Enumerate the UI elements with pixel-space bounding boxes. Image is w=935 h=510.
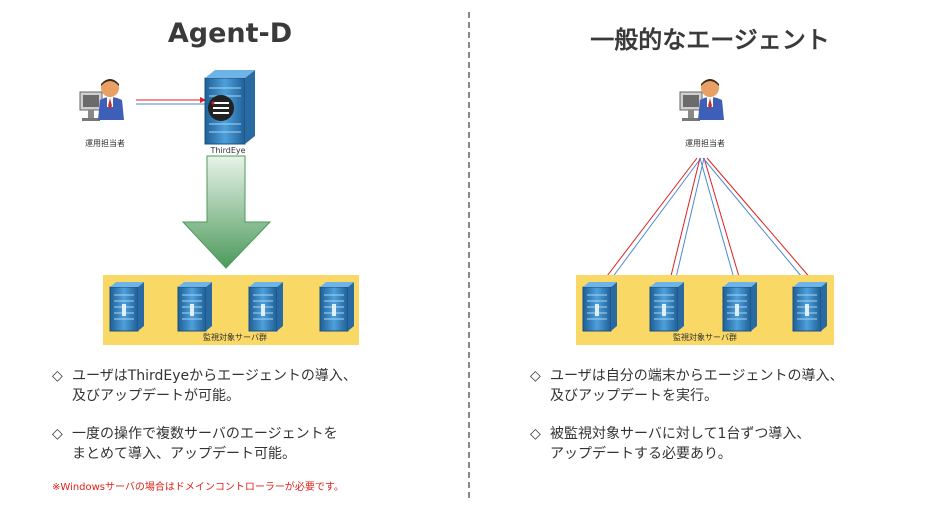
left-title: Agent-D bbox=[167, 18, 293, 49]
right-operator-icon bbox=[679, 78, 725, 122]
right-bullet-2: ◇ 被監視対象サーバに対して1台ずつ導入、 アップデートする必要あり。 bbox=[530, 424, 810, 464]
center-divider bbox=[468, 12, 470, 498]
left-bullet-1-line-1: ユーザはThirdEyeからエージェントの導入、 bbox=[72, 368, 357, 384]
right-bullet-1-line-1: ユーザは自分の端末からエージェントの導入、 bbox=[550, 368, 844, 384]
left-operator-icon bbox=[79, 78, 125, 122]
bullet-mark: ◇ bbox=[530, 368, 541, 384]
left-bullet-1: ◇ ユーザはThirdEyeからエージェントの導入、 及びアップデートが可能。 bbox=[52, 366, 357, 406]
left-bullet-1-line-2: 及びアップデートが可能。 bbox=[72, 388, 240, 404]
right-operator-label: 運用担当者 bbox=[685, 139, 725, 148]
right-connection-lines bbox=[600, 157, 814, 284]
thirdeye-server-icon bbox=[204, 70, 255, 145]
bullet-mark: ◇ bbox=[52, 368, 63, 384]
windows-note: ※Windowsサーバの場合はドメインコントローラーが必要です。 bbox=[52, 482, 344, 493]
right-bullet-1-line-2: 及びアップデートを実行。 bbox=[550, 388, 718, 404]
deploy-arrow bbox=[181, 155, 272, 269]
left-bullet-2-line-2: まとめて導入、アップデート可能。 bbox=[72, 446, 296, 462]
left-bullet-2-line-1: 一度の操作で複数サーバのエージェントを bbox=[72, 426, 338, 442]
bullet-mark: ◇ bbox=[530, 426, 541, 442]
left-operator-label: 運用担当者 bbox=[85, 139, 125, 148]
left-bullet-2: ◇ 一度の操作で複数サーバのエージェントを まとめて導入、アップデート可能。 bbox=[52, 424, 338, 464]
right-bullet-1: ◇ ユーザは自分の端末からエージェントの導入、 及びアップデートを実行。 bbox=[530, 366, 843, 406]
right-title: 一般的なエージェント bbox=[590, 26, 830, 54]
right-server-group-box bbox=[576, 275, 834, 345]
bullet-mark: ◇ bbox=[52, 426, 63, 442]
thirdeye-label: ThirdEye bbox=[210, 146, 246, 155]
left-server-group-box bbox=[103, 275, 359, 345]
right-bullet-2-line-2: アップデートする必要あり。 bbox=[550, 446, 732, 462]
left-group-label: 監視対象サーバ群 bbox=[203, 333, 267, 342]
right-group-label: 監視対象サーバ群 bbox=[673, 333, 737, 342]
right-bullet-2-line-1: 被監視対象サーバに対して1台ずつ導入、 bbox=[550, 426, 811, 442]
